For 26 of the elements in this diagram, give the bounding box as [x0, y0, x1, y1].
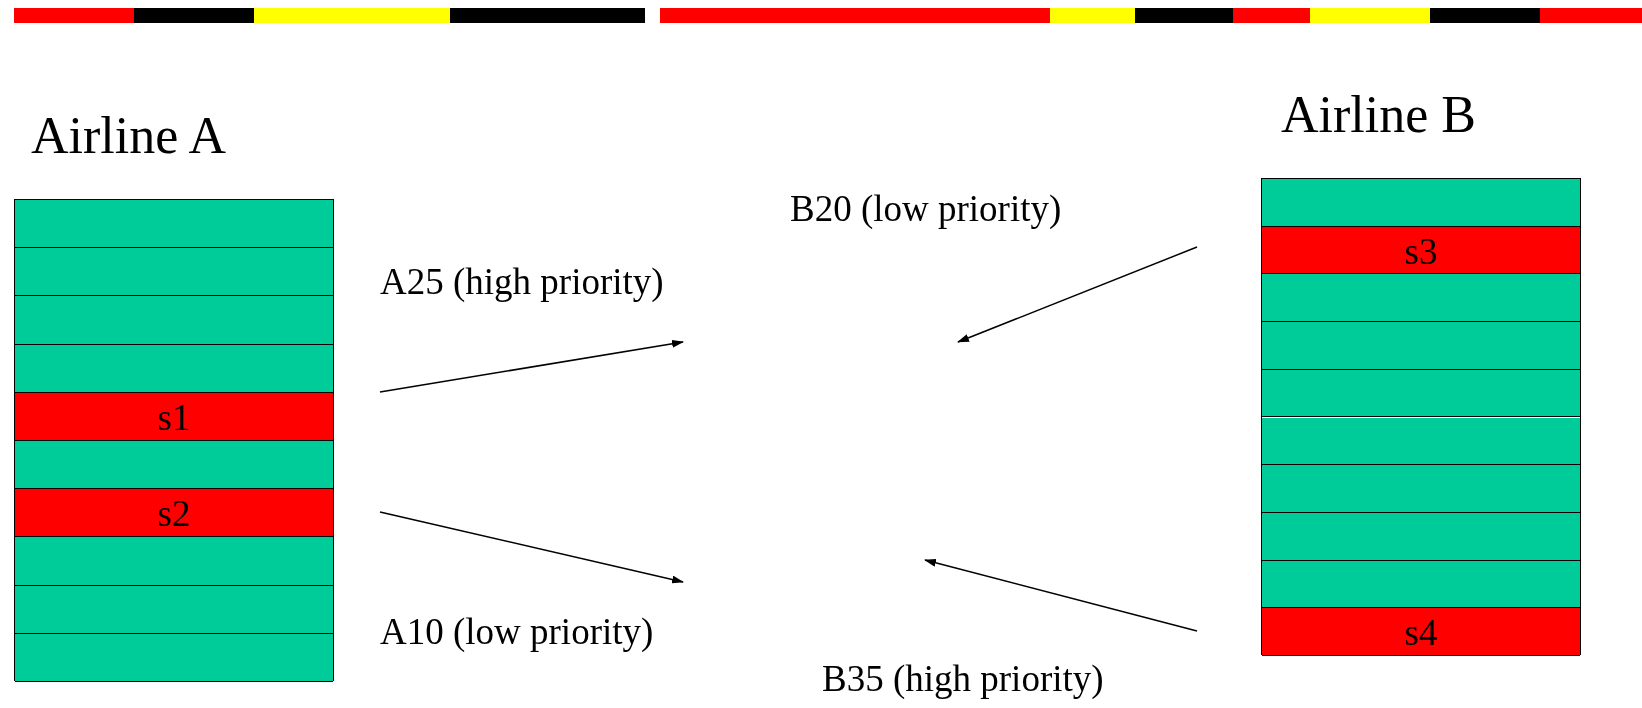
free-slot: [1262, 322, 1580, 370]
free-slot: [1262, 512, 1580, 561]
free-slot: [15, 585, 333, 634]
free-slot: [15, 441, 333, 490]
free-slot: [1262, 274, 1580, 323]
free-slot: [1262, 179, 1580, 227]
arrow-label: B20 (low priority): [790, 190, 1062, 227]
free-slot: [15, 344, 333, 393]
free-slot: [1262, 560, 1580, 609]
arrow-label: A10 (low priority): [380, 613, 654, 650]
free-slot: [1262, 417, 1580, 466]
reserved-slot: s3: [1262, 226, 1580, 275]
free-slot: [1262, 465, 1580, 513]
free-slot: [15, 296, 333, 345]
reserved-slot: s4: [1262, 608, 1580, 656]
free-slot: [15, 248, 333, 297]
free-slot: [15, 537, 333, 586]
free-slot: [1262, 369, 1580, 418]
arrow-label: B35 (high priority): [822, 660, 1104, 697]
reserved-slot: s1: [15, 392, 333, 441]
free-slot: [15, 200, 333, 249]
stack-title: Airline A: [31, 110, 226, 162]
stack-title: Airline B: [1281, 89, 1476, 141]
reserved-slot: s2: [15, 489, 333, 538]
free-slot: [15, 633, 333, 682]
arrow-label: A25 (high priority): [380, 263, 664, 300]
